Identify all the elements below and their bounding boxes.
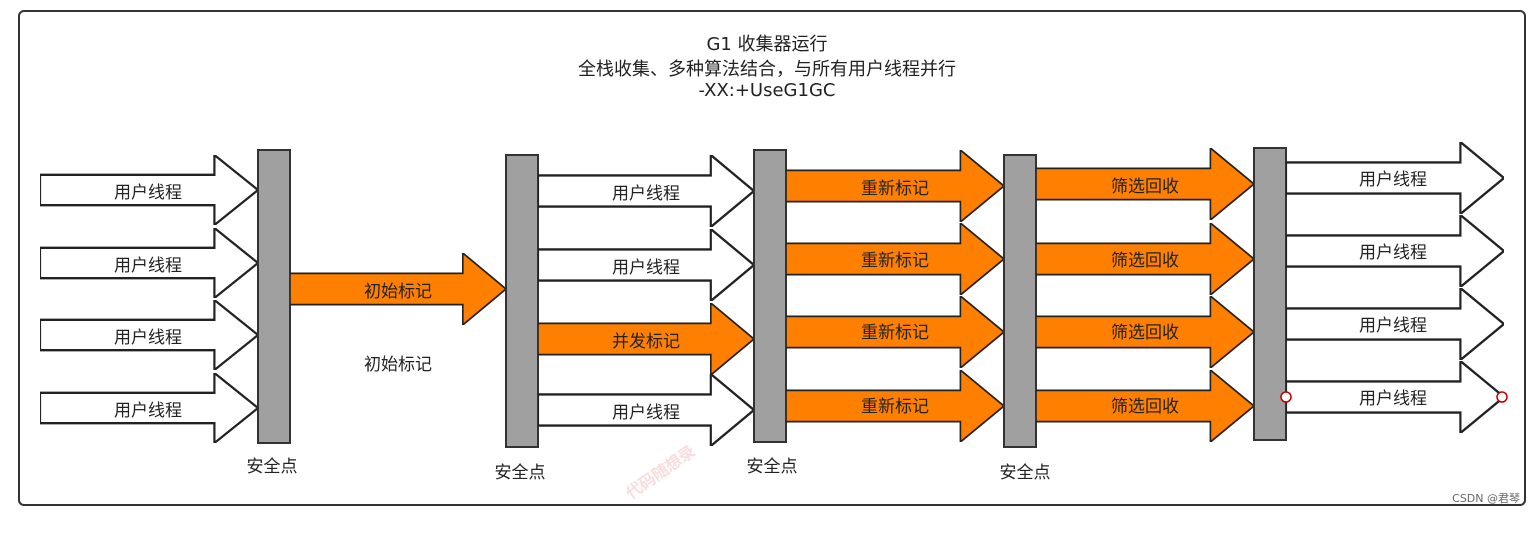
user-thread-label: 用户线程 [1359,316,1427,336]
user-thread-label: 用户线程 [114,183,182,203]
cleanup-label: 筛选回收 [1111,323,1179,343]
remark-label: 重新标记 [861,397,929,417]
cleanup-label: 筛选回收 [1111,397,1179,417]
user-thread-label: 用户线程 [114,328,182,348]
user-thread-label: 用户线程 [612,258,680,278]
diagram-subtitle: 全栈收集、多种算法结合，与所有用户线程并行 [578,59,956,80]
diagram-jvm-flag: -XX:+UseG1GC [698,80,836,101]
initial-mark-caption: 初始标记 [364,355,432,375]
diagram-title: G1 收集器运行 [706,34,828,55]
user-thread-label: 用户线程 [114,401,182,421]
selection-handle-dot [1496,391,1508,403]
user-thread-label: 用户线程 [1359,170,1427,190]
stage4-remark: 重新标记 重新标记 重新标记 重新标记 [786,150,1004,442]
selection-handle-dot [1280,391,1292,403]
remark-label: 重新标记 [861,179,929,199]
user-thread-label: 用户线程 [612,403,680,423]
stage6-user-threads: 用户线程 用户线程 用户线程 用户线程 [1280,142,1508,433]
stage3-concurrent: 用户线程 用户线程 并发标记 用户线程 [538,155,754,446]
safepoint-label-1: 安全点 [247,457,298,477]
g1-collector-flow: 用户线程 用户线程 用户线程 用户线程 安全点 初始标记 初始标记 安全点 用户… [40,142,1508,483]
safepoint-label-3: 安全点 [747,457,798,477]
user-thread-label: 用户线程 [1359,389,1427,409]
safepoint-bar-4 [1003,154,1037,448]
user-thread-label: 用户线程 [1359,243,1427,263]
concurrent-mark-label: 并发标记 [612,332,680,352]
initial-mark-label: 初始标记 [364,282,432,302]
stage1-user-threads: 用户线程 用户线程 用户线程 用户线程 [40,155,258,443]
csdn-credit: CSDN @君琴 [1452,492,1520,505]
safepoint-label-2: 安全点 [495,463,546,483]
user-thread-label: 用户线程 [612,184,680,204]
safepoint-bar-2 [505,154,539,448]
safepoint-bar-1 [257,149,291,444]
safepoint-label-4: 安全点 [1000,463,1051,483]
remark-label: 重新标记 [861,251,929,271]
cleanup-label: 筛选回收 [1111,177,1179,197]
cleanup-label: 筛选回收 [1111,251,1179,271]
safepoint-bar-5 [1253,147,1287,441]
remark-label: 重新标记 [861,323,929,343]
safepoint-bar-3 [753,149,787,443]
stage5-cleanup: 筛选回收 筛选回收 筛选回收 筛选回收 [1036,148,1254,442]
user-thread-label: 用户线程 [114,256,182,276]
